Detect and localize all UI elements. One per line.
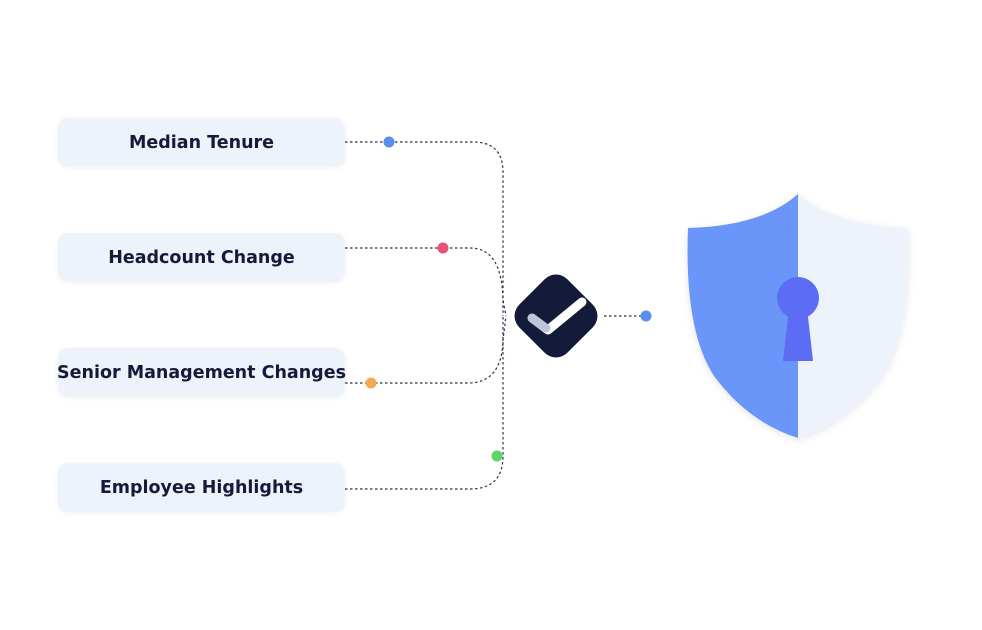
checkmark-logo-icon — [514, 274, 598, 358]
senior-management-dot — [365, 377, 377, 389]
item-senior-management-changes: Senior Management Changes — [57, 348, 346, 397]
connector-employee-highlights — [345, 316, 504, 490]
hub-output-dot — [640, 310, 652, 322]
employee-highlights-dot — [491, 450, 503, 462]
item-label: Headcount Change — [108, 247, 295, 268]
connector-headcount-change — [345, 247, 507, 317]
shield-lock-icon — [687, 194, 909, 438]
item-headcount-change: Headcount Change — [58, 233, 345, 282]
item-label: Employee Highlights — [99, 477, 304, 498]
headcount-change-dot — [437, 242, 449, 254]
connector-senior-management — [345, 315, 507, 384]
item-label: Median Tenure — [128, 132, 275, 153]
connector-median-tenure — [345, 141, 504, 316]
keyhole-icon — [777, 277, 819, 361]
median-tenure-dot — [383, 136, 395, 148]
item-employee-highlights: Employee Highlights — [58, 463, 345, 512]
item-median-tenure: Median Tenure — [58, 118, 345, 167]
item-label: Senior Management Changes — [57, 362, 346, 383]
